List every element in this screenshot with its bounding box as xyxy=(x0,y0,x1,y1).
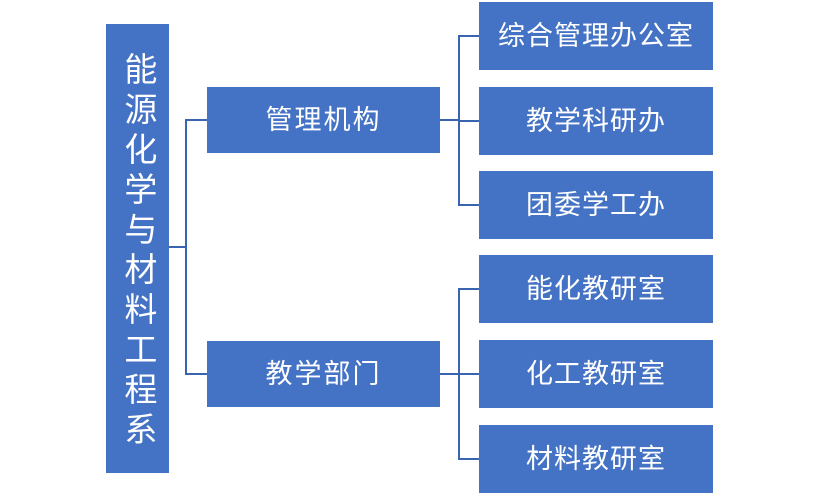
org-node-teaching-research-office[interactable]: 教学科研办 xyxy=(479,87,713,155)
connector-root-trunk xyxy=(185,120,187,374)
org-node-root[interactable]: 能源化学与材料工程系 xyxy=(106,24,169,473)
connector-branch-2-stub xyxy=(440,373,460,375)
org-node-youth-league-student-affairs-office[interactable]: 团委学工办 xyxy=(479,171,713,239)
connector-branch-1-stub xyxy=(440,119,460,121)
connector-branch-1-child-1 xyxy=(458,35,480,37)
org-node-chemical-engineering-section[interactable]: 化工教研室 xyxy=(479,340,713,408)
org-node-energy-chemistry-section[interactable]: 能化教研室 xyxy=(479,255,713,323)
connector-root-stub xyxy=(169,246,187,248)
org-node-comprehensive-management-office[interactable]: 综合管理办公室 xyxy=(479,2,713,70)
connector-branch-2-child-3 xyxy=(458,458,480,460)
org-node-materials-section[interactable]: 材料教研室 xyxy=(479,425,713,493)
org-node-branch-management[interactable]: 管理机构 xyxy=(207,87,440,153)
connector-branch-2-child-1 xyxy=(458,288,480,290)
connector-to-branch-2 xyxy=(185,373,208,375)
connector-branch-2-child-2 xyxy=(458,373,480,375)
org-node-branch-teaching[interactable]: 教学部门 xyxy=(207,341,440,407)
connector-to-branch-1 xyxy=(185,119,208,121)
connector-branch-1-child-3 xyxy=(458,204,480,206)
connector-branch-1-child-2 xyxy=(458,120,480,122)
